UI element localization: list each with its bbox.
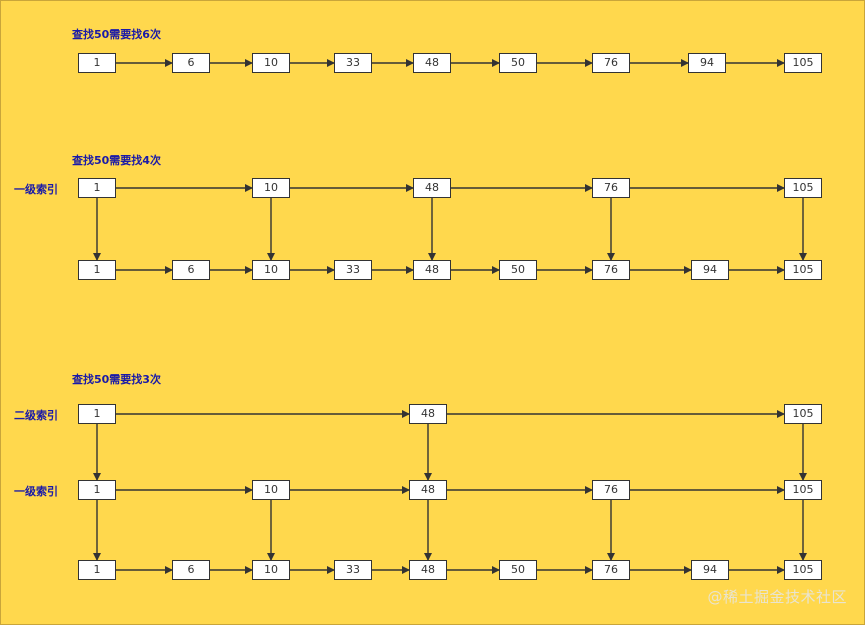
s2-node: 94 bbox=[691, 260, 729, 280]
s2-index-node: 105 bbox=[784, 178, 822, 198]
s3-level1-node: 105 bbox=[784, 480, 822, 500]
s3-level2-node: 48 bbox=[409, 404, 447, 424]
s2-node: 48 bbox=[413, 260, 451, 280]
s1-node: 48 bbox=[413, 53, 451, 73]
s3-node: 50 bbox=[499, 560, 537, 580]
s3-node: 105 bbox=[784, 560, 822, 580]
s3-level1-node: 10 bbox=[252, 480, 290, 500]
s1-node: 10 bbox=[252, 53, 290, 73]
s3-level2-node: 1 bbox=[78, 404, 116, 424]
s2-index-node: 10 bbox=[252, 178, 290, 198]
s1-node: 50 bbox=[499, 53, 537, 73]
s2-node: 6 bbox=[172, 260, 210, 280]
s1-node: 33 bbox=[334, 53, 372, 73]
s3-node: 33 bbox=[334, 560, 372, 580]
s2-index-node: 76 bbox=[592, 178, 630, 198]
s2-node: 10 bbox=[252, 260, 290, 280]
s1-node: 76 bbox=[592, 53, 630, 73]
section-3-level2-label: 二级索引 bbox=[14, 409, 58, 422]
s1-node: 105 bbox=[784, 53, 822, 73]
watermark-text: @稀土掘金技术社区 bbox=[707, 588, 847, 606]
s2-index-node: 1 bbox=[78, 178, 116, 198]
s2-node: 33 bbox=[334, 260, 372, 280]
s1-node: 1 bbox=[78, 53, 116, 73]
s1-node: 94 bbox=[688, 53, 726, 73]
s3-level2-node: 105 bbox=[784, 404, 822, 424]
s2-index-node: 48 bbox=[413, 178, 451, 198]
section-1-title: 查找50需要找6次 bbox=[72, 28, 161, 41]
s3-level1-node: 1 bbox=[78, 480, 116, 500]
s3-node: 94 bbox=[691, 560, 729, 580]
s3-level1-node: 48 bbox=[409, 480, 447, 500]
s2-node: 1 bbox=[78, 260, 116, 280]
s3-node: 1 bbox=[78, 560, 116, 580]
s3-level1-node: 76 bbox=[592, 480, 630, 500]
s3-node: 48 bbox=[409, 560, 447, 580]
section-3-level1-label: 一级索引 bbox=[14, 485, 58, 498]
s2-node: 76 bbox=[592, 260, 630, 280]
s3-node: 6 bbox=[172, 560, 210, 580]
s3-node: 76 bbox=[592, 560, 630, 580]
s2-node: 50 bbox=[499, 260, 537, 280]
s3-node: 10 bbox=[252, 560, 290, 580]
s1-node: 6 bbox=[172, 53, 210, 73]
section-2-title: 查找50需要找4次 bbox=[72, 154, 161, 167]
section-3-title: 查找50需要找3次 bbox=[72, 373, 161, 386]
section-2-level1-label: 一级索引 bbox=[14, 183, 58, 196]
s2-node: 105 bbox=[784, 260, 822, 280]
